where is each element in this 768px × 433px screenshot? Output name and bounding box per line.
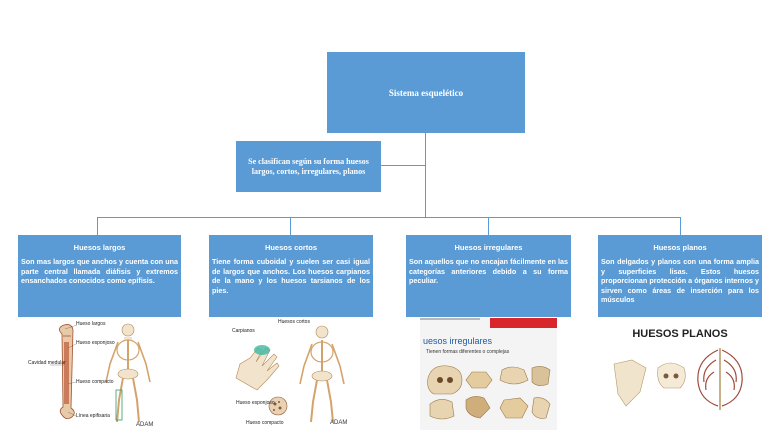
long-bone-svg: Hueso largos Hueso esponjoso Cavidad med… [28, 321, 153, 428]
branch-cortos-connector [290, 217, 291, 235]
root-to-classify-connector [381, 165, 426, 166]
long-bone-label: Hueso largos [76, 321, 106, 327]
title-bar [490, 318, 557, 328]
classification-text: Se clasifican según su forma huesos larg… [248, 157, 369, 176]
long-bone-label: Hueso esponjoso [76, 340, 115, 346]
branch-irregulares-connector [488, 217, 489, 235]
category-description: Son mas largos que anchos y cuenta con u… [21, 257, 178, 285]
irregular-bone-svg: uesos irregulares Tienen formas diferent… [420, 318, 557, 430]
short-bone-illustration: Huesos cortos Carpianos Hueso esponjoso … [222, 318, 362, 428]
irregular-heading: uesos irregulares [423, 336, 493, 346]
root-node: Sistema esquelético [327, 52, 525, 133]
short-bone-label: Hueso esponjoso [236, 400, 275, 406]
category-title: Huesos largos [73, 243, 126, 252]
short-bone-label: Hueso compacto [246, 420, 284, 426]
category-title: Huesos planos [653, 243, 707, 252]
category-description: Tiene forma cuboidal y suelen ser casi i… [212, 257, 370, 295]
category-huesos-largos: Huesos largos Son mas largos que anchos … [18, 235, 181, 317]
long-bone-label: Hueso compacto [76, 379, 114, 385]
category-huesos-irregulares: Huesos irregulares Son aquellos que no e… [406, 235, 571, 317]
short-bone-label: Huesos cortos [278, 319, 310, 325]
branch-horizontal-connector [97, 217, 680, 218]
root-vertical-connector [425, 133, 426, 218]
category-title: Huesos irregulares [454, 243, 523, 252]
long-bone-label: Cavidad medular [28, 360, 66, 366]
branch-planos-connector [680, 217, 681, 235]
irregular-bone-illustration: uesos irregulares Tienen formas diferent… [420, 318, 557, 430]
adam-credit: ADAM [330, 420, 347, 426]
flat-heading: HUESOS PLANOS [632, 328, 727, 340]
root-label: Sistema esquelético [388, 87, 464, 98]
category-huesos-planos: Huesos planos Son delgados y planos con … [598, 235, 762, 317]
category-title: Huesos cortos [264, 243, 318, 252]
long-bone-illustration: Hueso largos Hueso esponjoso Cavidad med… [28, 320, 168, 428]
branch-largos-connector [97, 217, 98, 235]
flat-bone-svg: HUESOS PLANOS [613, 328, 743, 410]
category-description: Son delgados y planos con una forma ampl… [601, 257, 759, 304]
flat-bone-illustration: HUESOS PLANOS [606, 320, 754, 428]
classification-node: Se clasifican según su forma huesos larg… [236, 141, 381, 192]
short-bone-label: Carpianos [232, 328, 255, 334]
category-description: Son aquellos que no encajan fácilmente e… [409, 257, 568, 285]
short-bone-svg: Huesos cortos Carpianos Hueso esponjoso … [232, 319, 347, 426]
irregular-subheading: Tienen formas diferentes o complejas [426, 349, 510, 355]
category-huesos-cortos: Huesos cortos Tiene forma cuboidal y sue… [209, 235, 373, 317]
long-bone-label: Línea epifisaria [76, 413, 110, 419]
adam-credit: ADAM [136, 422, 153, 428]
